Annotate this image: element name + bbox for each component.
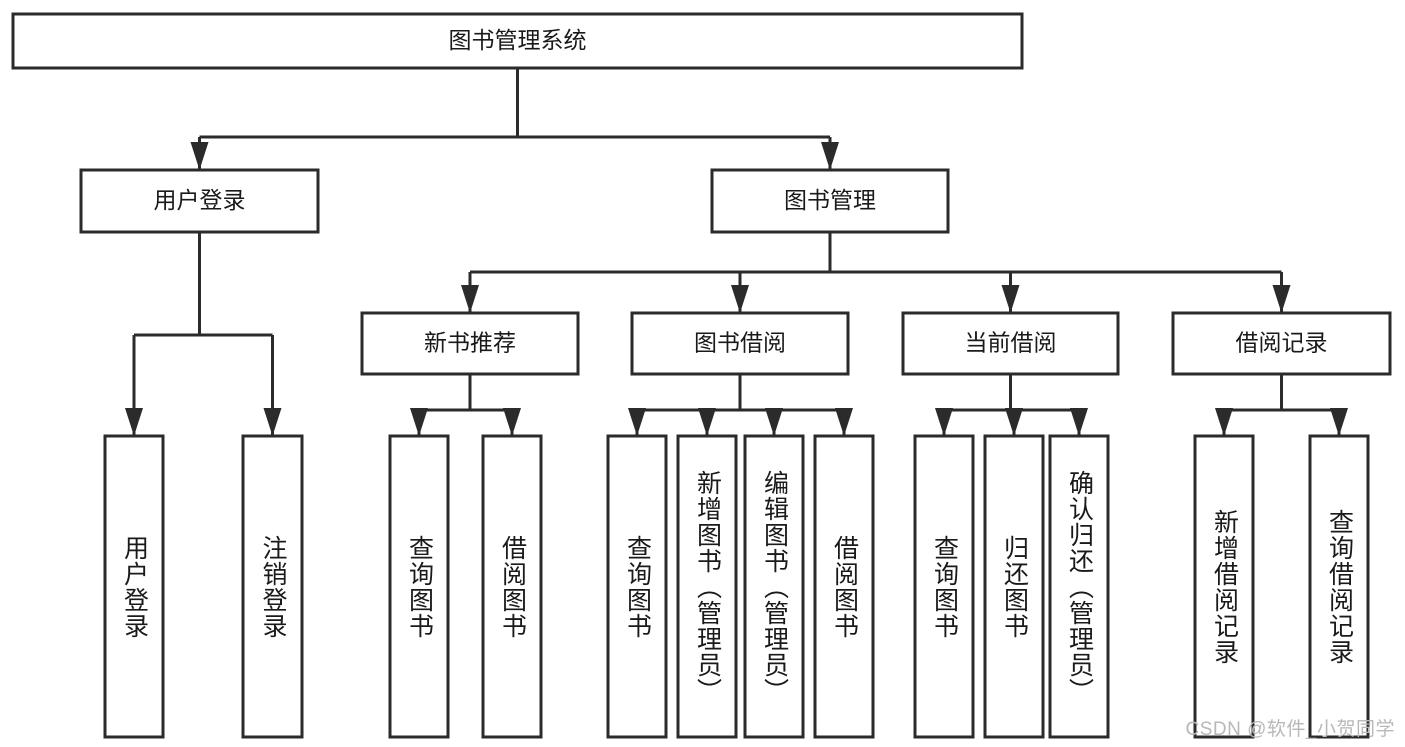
node-label: 新书推荐	[424, 330, 516, 356]
arrow-head-icon	[461, 285, 479, 313]
node-box-leaf-query-book-2[interactable]	[606, 434, 668, 739]
edges-layer	[125, 68, 1348, 436]
node-box-leaf-query-book-3[interactable]	[913, 434, 975, 739]
watermark-text: CSDN @软件_小贺同学	[1185, 719, 1395, 740]
node-label: 图书管理	[784, 187, 876, 213]
node-box-new-book-recommend[interactable]	[360, 311, 580, 376]
arrow-head-icon	[503, 408, 521, 436]
node-box-leaf-return-book[interactable]	[983, 434, 1045, 739]
arrow-head-icon	[821, 142, 839, 170]
node-label: 图书管理系统	[449, 27, 587, 53]
node-box-leaf-edit-book[interactable]	[743, 434, 805, 739]
arrow-head-icon	[1070, 408, 1088, 436]
node-box-leaf-borrow-book-2[interactable]	[813, 434, 875, 739]
arrow-head-icon	[1005, 408, 1023, 436]
arrow-head-icon	[1215, 408, 1233, 436]
node-box-leaf-add-record[interactable]	[1193, 434, 1255, 739]
node-label: 用户登录	[154, 187, 246, 213]
node-box-book-borrow[interactable]	[630, 311, 850, 376]
node-box-book-manage[interactable]	[710, 168, 950, 234]
node-box-leaf-user-login[interactable]	[103, 434, 165, 739]
node-label: 当前借阅	[965, 330, 1057, 356]
arrow-head-icon	[1272, 285, 1291, 313]
node-label: 借阅记录	[1236, 330, 1328, 356]
node-label: 图书借阅	[694, 330, 786, 356]
arrow-head-icon	[1330, 408, 1348, 436]
node-box-current-borrow[interactable]	[901, 311, 1120, 376]
node-box-leaf-borrow-book-1[interactable]	[481, 434, 543, 739]
arrow-head-icon	[628, 408, 646, 436]
arrow-head-icon	[263, 408, 282, 436]
node-box-root[interactable]	[11, 12, 1024, 70]
node-box-leaf-query-book-1[interactable]	[388, 434, 450, 739]
node-box-borrow-record[interactable]	[1171, 311, 1392, 376]
arrow-head-icon	[765, 408, 783, 436]
node-box-user-login[interactable]	[79, 168, 320, 234]
arrow-head-icon	[125, 408, 143, 436]
node-box-leaf-add-book[interactable]	[676, 434, 738, 739]
arrow-head-icon	[835, 408, 853, 436]
arrow-head-icon	[935, 408, 953, 436]
arrow-head-icon	[190, 142, 209, 170]
arrow-head-icon	[1001, 285, 1020, 313]
arrow-head-icon	[410, 408, 428, 436]
node-box-leaf-logout[interactable]	[241, 434, 304, 739]
node-box-leaf-query-record[interactable]	[1308, 434, 1370, 739]
node-box-leaf-confirm-return[interactable]	[1048, 434, 1110, 739]
arrow-head-icon	[731, 285, 749, 313]
arrow-head-icon	[698, 408, 716, 436]
